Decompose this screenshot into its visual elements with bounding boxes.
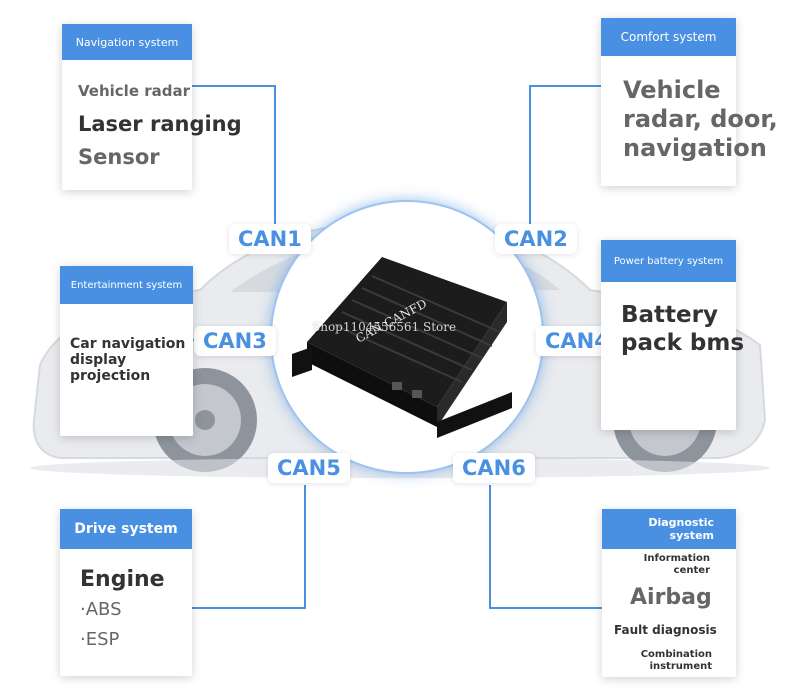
card-line: Information [643,553,710,564]
card-line: navigation [623,134,767,162]
device-image [292,257,512,438]
card-line: radar, door, [623,105,778,133]
card-title: Drive system [60,509,192,549]
can-gateway-device: CAN CANFD Shop1104556561 Store [270,200,544,474]
can-label-6: CAN6 [453,453,535,483]
comfort-system-card: Comfort system Vehicle radar, door, navi… [601,18,778,186]
card-title-line: Diagnostic [648,516,714,529]
card-line: Airbag [630,585,712,610]
entertainment-system-card: Entertainment system Car navigation disp… [60,266,193,436]
card-line: instrument [649,661,712,672]
card-line: Laser ranging [78,112,242,136]
card-title: Navigation system [62,24,192,60]
card-line: Sensor [78,145,160,169]
card-line: ·ESP [80,629,120,650]
can-label-2: CAN2 [495,224,577,254]
card-line: Engine [80,567,165,592]
watermark: Shop1104556561 Store [312,320,457,334]
card-line: Vehicle [623,76,721,104]
card-title: Entertainment system [60,266,193,304]
navigation-system-card: Navigation system Vehicle radar Laser ra… [62,24,242,190]
can-label-5: CAN5 [268,453,350,483]
card-line: Combination [640,649,712,660]
can-label-1: CAN1 [229,224,311,254]
card-line: Fault diagnosis [614,623,717,637]
card-line: center [673,565,710,576]
card-title: Comfort system [601,18,736,56]
card-line: Battery [621,302,718,328]
card-line: pack bms [621,330,745,356]
diagnostic-system-card: Diagnostic system Information center Air… [602,509,736,677]
power-battery-system-card: Power battery system Battery pack bms [601,240,744,430]
card-line: Vehicle radar [78,82,190,100]
card-line: ·ABS [80,599,122,620]
card-line: projection [70,368,151,384]
card-line: display [70,352,127,368]
card-line: Car navigation [70,336,186,352]
card-title-line: system [669,529,714,542]
drive-system-card: Drive system Engine ·ABS ·ESP [60,509,192,676]
card-title: Diagnostic system [602,509,736,549]
card-title: Power battery system [601,240,736,282]
can-label-3: CAN3 [194,326,276,356]
